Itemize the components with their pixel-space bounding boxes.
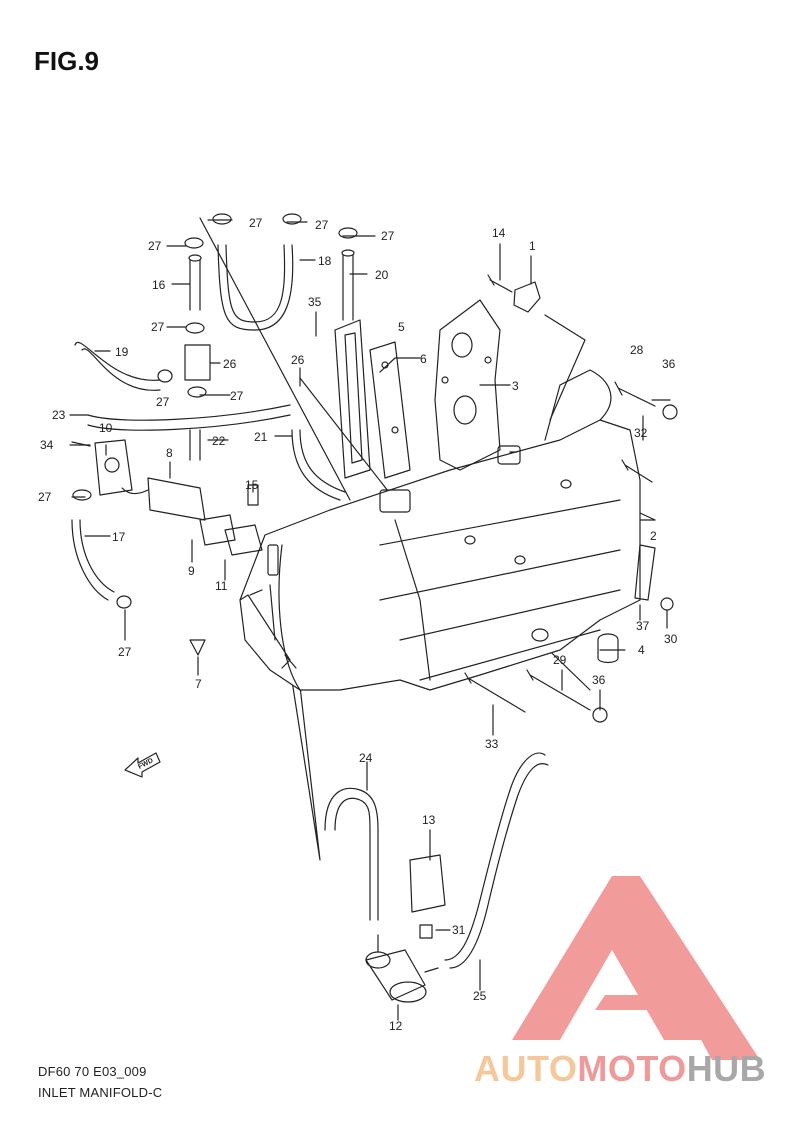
watermark-text: AUTOMOTOHUB	[474, 1048, 766, 1090]
callout-labels: 1 2 3 4 5 6 7 8 9 10 11 12 13 14 15 16 1…	[38, 216, 678, 1033]
hose-16	[189, 259, 201, 311]
fitting-26	[184, 344, 211, 381]
watermark-hub: HUB	[686, 1048, 767, 1089]
bolt-32	[621, 459, 653, 483]
callout-18: 18	[318, 254, 332, 268]
hose-24	[324, 787, 379, 921]
clamp-13	[409, 854, 446, 913]
callout-25: 25	[473, 989, 487, 1003]
callout-27i: 27	[118, 645, 132, 659]
callout-23: 23	[52, 408, 66, 422]
callout-37: 37	[636, 619, 650, 633]
hose-18	[217, 244, 294, 331]
plate-5	[334, 319, 371, 479]
callout-32: 32	[634, 426, 648, 440]
callout-36a: 36	[662, 357, 676, 371]
figure-title: FIG.9	[34, 46, 100, 76]
callout-27e: 27	[151, 320, 165, 334]
callout-34: 34	[40, 438, 54, 452]
plug-7	[189, 639, 206, 656]
callout-27g: 27	[230, 389, 244, 403]
fwd-arrow-icon	[124, 752, 161, 778]
callout-27c: 27	[381, 229, 395, 243]
callout-1: 1	[529, 239, 536, 253]
callout-24: 24	[359, 751, 373, 765]
gasket-3	[434, 299, 501, 471]
callout-27a: 27	[249, 216, 263, 230]
watermark-logo-icon	[512, 876, 760, 1060]
callout-16: 16	[152, 278, 166, 292]
spacer-15	[247, 484, 259, 506]
callout-19: 19	[115, 345, 129, 359]
figure-caption-name: INLET MANIFOLD-C	[38, 1085, 163, 1100]
hose-19	[74, 342, 161, 391]
callout-29: 29	[553, 653, 567, 667]
callout-30: 30	[664, 632, 678, 646]
callout-36b: 36	[592, 673, 606, 687]
callout-27d: 27	[148, 239, 162, 253]
callout-26b: 26	[291, 353, 305, 367]
hose-20	[342, 254, 354, 321]
callout-13: 13	[422, 813, 436, 827]
callout-10: 10	[99, 421, 113, 435]
callout-15: 15	[245, 478, 259, 492]
nut-36a	[662, 404, 678, 420]
callout-5: 5	[398, 320, 405, 334]
callout-27f: 27	[156, 395, 170, 409]
hose-23	[87, 404, 291, 431]
callout-17: 17	[112, 530, 126, 544]
callout-7: 7	[195, 677, 202, 691]
bolt-29	[526, 669, 591, 711]
bolt-28	[614, 381, 656, 407]
callout-31: 31	[452, 923, 466, 937]
callout-6: 6	[420, 352, 427, 366]
watermark-auto: AUTO	[474, 1048, 578, 1089]
callout-27h: 27	[38, 490, 52, 504]
hose-22	[189, 429, 201, 461]
gasket-9	[199, 514, 236, 546]
bracket-37	[634, 544, 656, 601]
part-1	[513, 281, 541, 313]
callout-11: 11	[215, 579, 228, 593]
screw-31	[419, 924, 433, 939]
bolt-33	[464, 672, 526, 713]
callout-3: 3	[512, 379, 519, 393]
bracket-10	[94, 439, 133, 496]
leader-line	[199, 217, 351, 501]
hose-25	[444, 752, 549, 969]
plate-11	[224, 524, 263, 556]
callout-28: 28	[630, 343, 644, 357]
callout-4: 4	[638, 643, 645, 657]
hose-21	[291, 429, 346, 501]
collar-4	[597, 633, 619, 664]
watermark-moto: MOTO	[577, 1048, 687, 1089]
callout-27b: 27	[315, 218, 329, 232]
callout-9: 9	[188, 564, 195, 578]
callout-22: 22	[212, 434, 226, 448]
callout-26a: 26	[223, 357, 237, 371]
callout-33: 33	[485, 737, 499, 751]
inlet-manifold-body	[239, 369, 641, 691]
bolt-14	[487, 274, 513, 293]
fuel-filter-12	[365, 934, 439, 1003]
callout-21: 21	[254, 430, 268, 444]
valve-8	[147, 477, 206, 521]
callout-35: 35	[308, 295, 322, 309]
callout-8: 8	[166, 446, 173, 460]
figure-caption-code: DF60 70 E03_009	[38, 1064, 147, 1079]
callout-2: 2	[650, 529, 657, 543]
bolt-30	[660, 597, 674, 611]
callout-14: 14	[492, 226, 506, 240]
callout-12: 12	[389, 1019, 403, 1033]
hose-clamp-group	[72, 213, 358, 609]
callout-20: 20	[375, 268, 389, 282]
hose-17	[71, 519, 115, 601]
